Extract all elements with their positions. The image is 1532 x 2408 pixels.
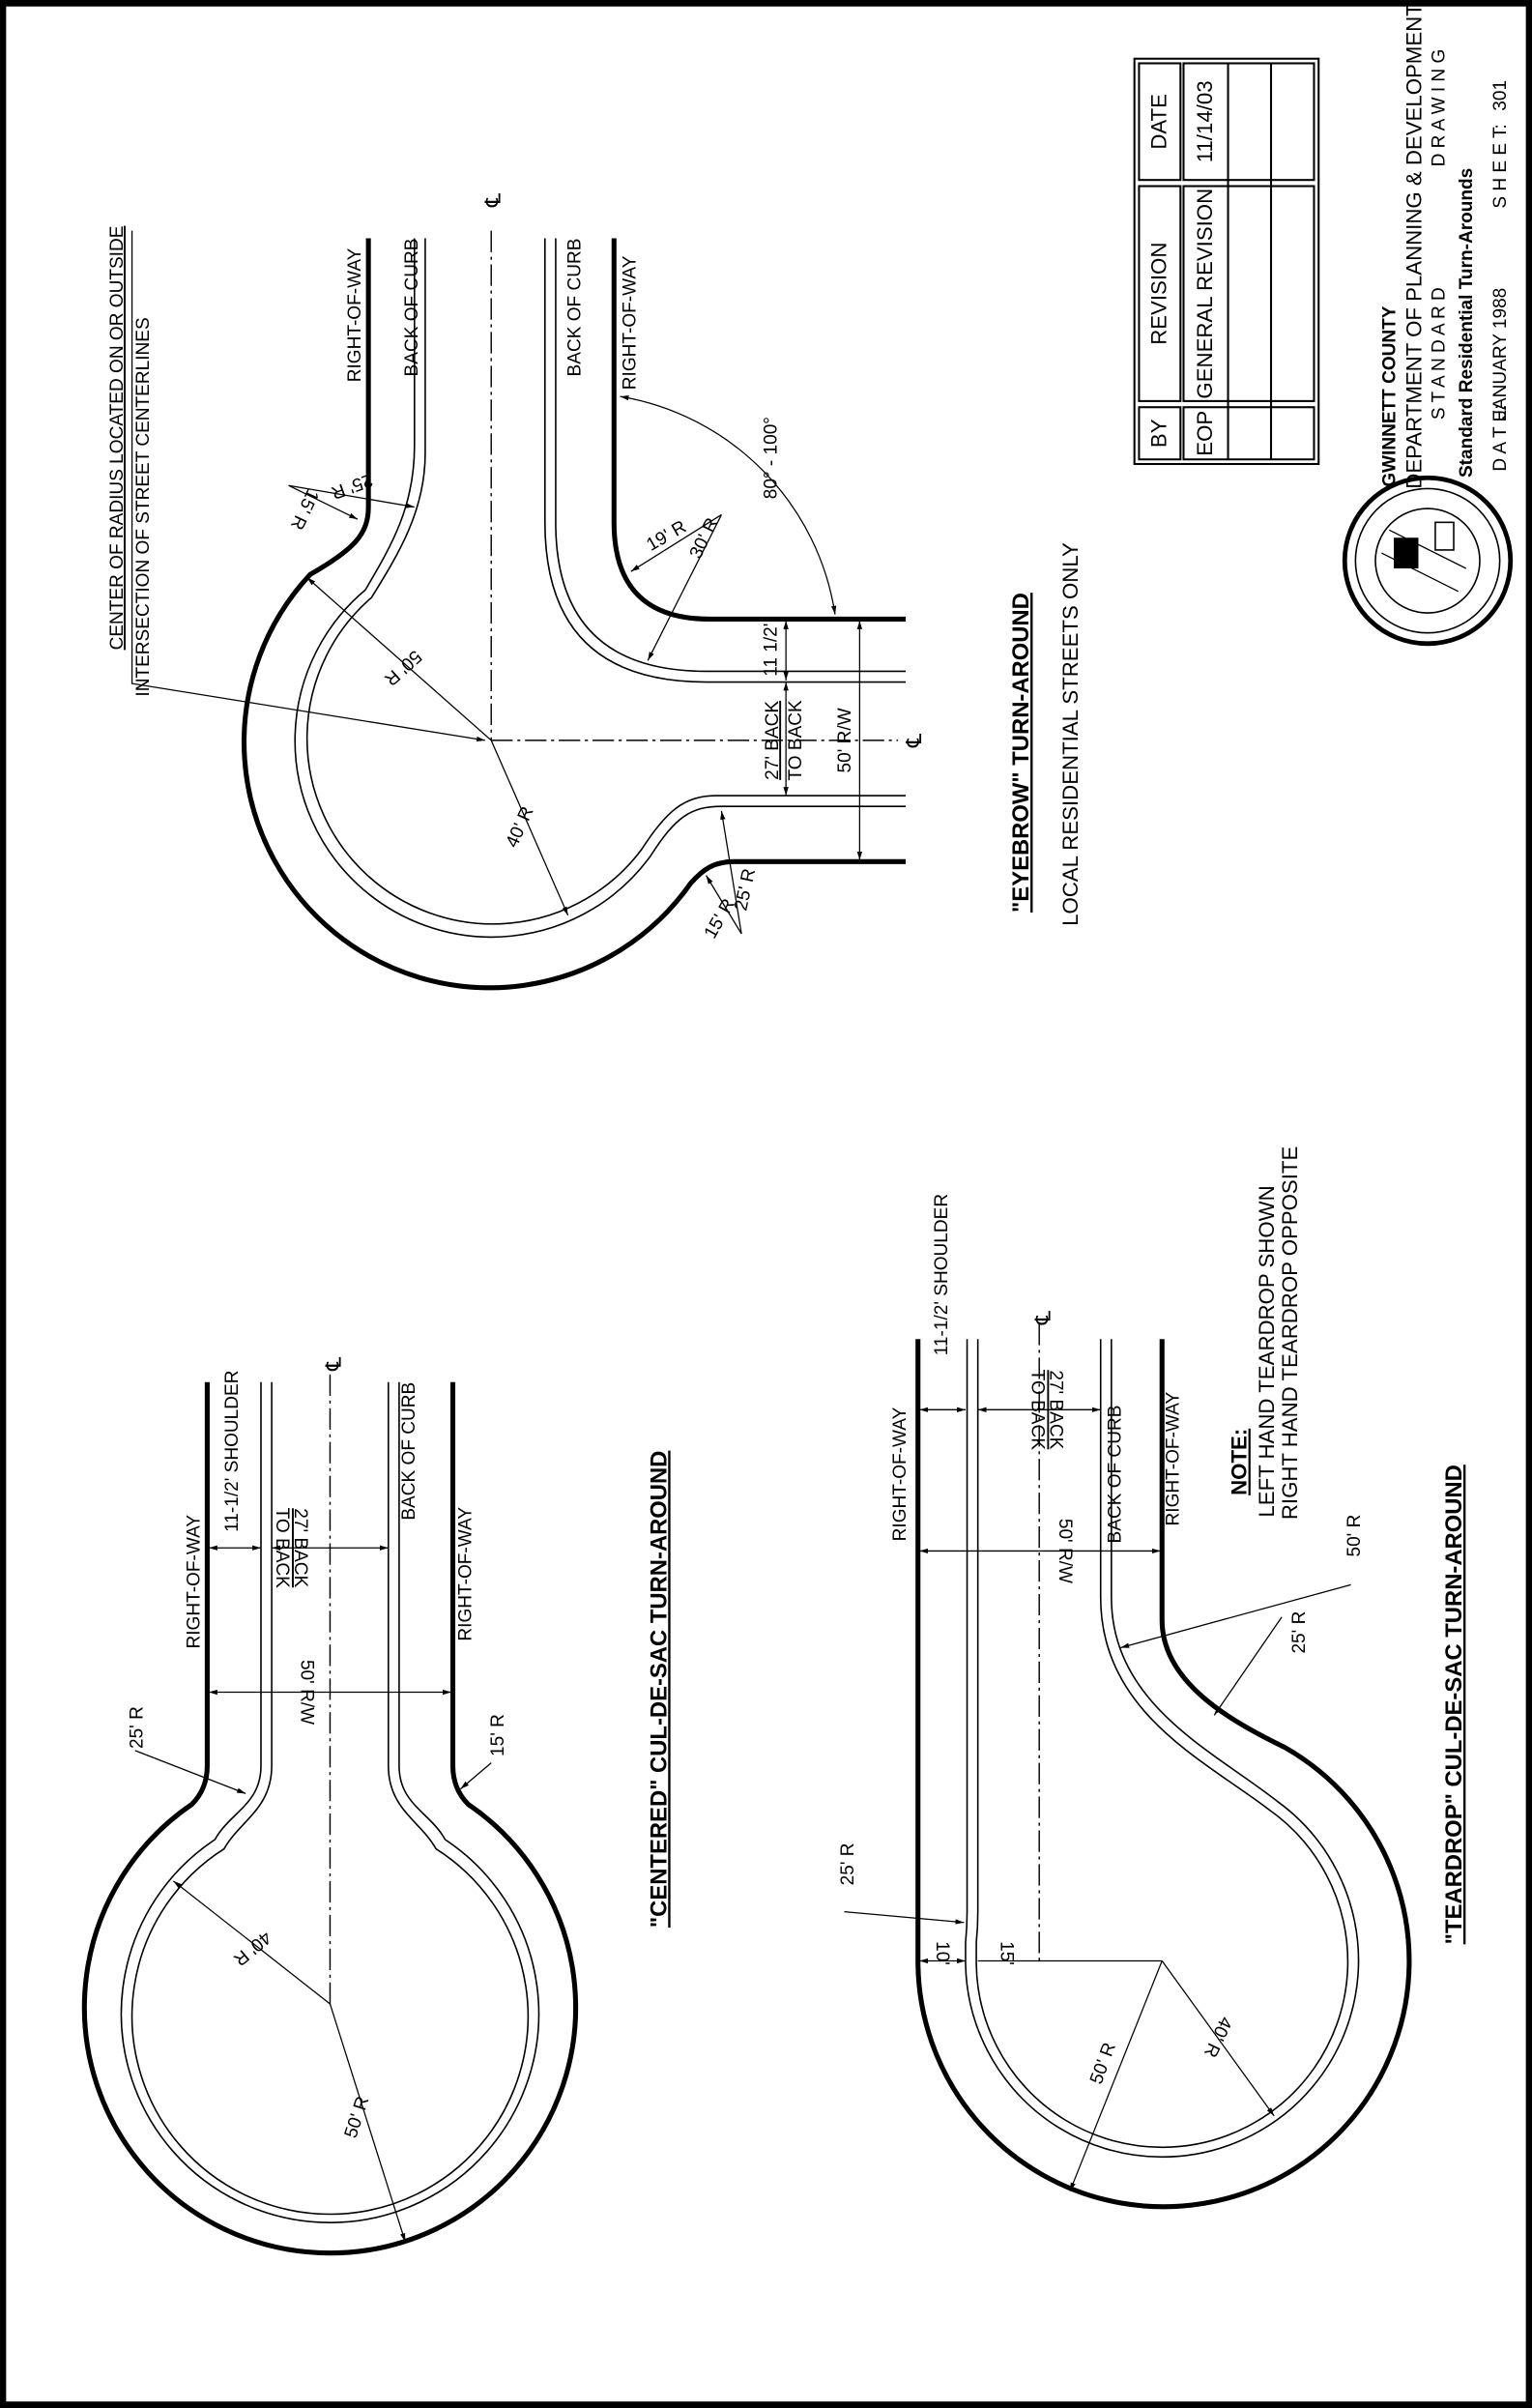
centered-drawing: RIGHT-OF-WAY 11-1/2' SHOULDER 27' BACK T… xyxy=(81,1356,672,2256)
teardrop-rw-label: 50' R/W xyxy=(1055,1519,1075,1583)
teardrop-curb-inner xyxy=(975,1339,1349,2149)
eyebrow-centerline-symbol: ℄ xyxy=(481,192,506,208)
centered-r15: 15' R xyxy=(488,1714,508,1756)
teardrop-title: "TEARDROP" CUL-DE-SAC TURN-AROUND xyxy=(1441,1465,1467,1944)
centered-r50-line xyxy=(329,2003,406,2243)
teardrop-r25-left: 25' R xyxy=(838,1842,858,1885)
eyebrow-shoulder-label: 11 1/2' xyxy=(762,624,782,677)
county-seal-logo xyxy=(1342,475,1514,647)
revision-row-by: EOP xyxy=(1193,411,1217,456)
eyebrow-drawing: CENTER OF RADIUS LOCATED ON OR OUTSIDE I… xyxy=(107,192,1083,991)
teardrop-b2b-label-2: TO BACK xyxy=(1026,1370,1047,1451)
centered-centerline-symbol: ℄ xyxy=(322,1356,346,1372)
centered-row-left-label: RIGHT-OF-WAY xyxy=(184,1515,204,1649)
eyebrow-curb-right-label: BACK OF CURB xyxy=(564,239,585,377)
centered-curb-inner xyxy=(130,1381,530,2216)
teardrop-r25-right-line xyxy=(1213,1616,1283,1716)
teardrop-r50-line xyxy=(1069,1960,1163,2191)
teardrop-b2b-label-1: 27' BACK xyxy=(1045,1370,1065,1449)
eyebrow-b2b-label-1: 27' BACK xyxy=(763,701,783,780)
date-value: JANUARY 1988 xyxy=(1490,288,1511,420)
date-label: D A T E: xyxy=(1490,404,1511,471)
eyebrow-b2b-label-2: TO BACK xyxy=(786,700,806,781)
sheet-label: S H E E T: xyxy=(1490,124,1511,209)
eyebrow-r25-top-line xyxy=(288,484,415,508)
teardrop-row-right-label: RIGHT-OF-WAY xyxy=(1164,1392,1184,1526)
teardrop-note-2: RIGHT HAND TEARDROP OPPOSITE xyxy=(1278,1146,1302,1520)
revision-row-revision: GENERAL REVISION xyxy=(1193,189,1217,399)
centered-row-right-label: RIGHT-OF-WAY xyxy=(456,1507,477,1641)
teardrop-r25-right: 25' R xyxy=(1289,1611,1310,1654)
centered-r15-line xyxy=(460,1762,492,1790)
eyebrow-r15-top-line xyxy=(288,484,359,520)
title-block: BY REVISION DATE EOP GENERAL REVISION 11… xyxy=(1133,3,1514,647)
centered-shoulder-label: 11-1/2' SHOULDER xyxy=(222,1371,243,1532)
county-name: GWINNETT COUNTY xyxy=(1380,305,1401,487)
revision-header-revision: REVISION xyxy=(1147,243,1171,345)
centered-rw-label: 50' R/W xyxy=(296,1660,316,1725)
eyebrow-curb-inner xyxy=(305,238,907,925)
eyebrow-r25-bot-line xyxy=(720,810,742,935)
centered-b2b-label-1: 27' BACK xyxy=(290,1508,310,1587)
teardrop-note-label: NOTE: xyxy=(1228,1429,1252,1495)
centered-title: "CENTERED" CUL-DE-SAC TURN-AROUND xyxy=(646,1451,672,1929)
department-name: DEPARTMENT OF PLANNING & DEVELOPMENT xyxy=(1402,3,1427,489)
revision-header-by: BY xyxy=(1147,419,1171,448)
teardrop-curb-outer xyxy=(965,1339,1360,2159)
centered-b2b-label-2: TO BACK xyxy=(272,1508,292,1589)
eyebrow-curb-corner-inner xyxy=(544,238,907,683)
teardrop-row xyxy=(915,1339,1412,2210)
eyebrow-r40-line xyxy=(490,740,569,916)
centered-r25-line xyxy=(134,1750,246,1794)
centered-curb-outer xyxy=(120,1381,540,2223)
teardrop-shoulder-label: 11-1/2' SHOULDER xyxy=(932,1194,952,1355)
eyebrow-curb-corner-outer xyxy=(555,238,907,673)
eyebrow-row-right-label: RIGHT-OF-WAY xyxy=(621,255,641,390)
eyebrow-subtitle: LOCAL RESIDENTIAL STREETS ONLY xyxy=(1058,542,1083,926)
drawing-label: D R A W I N G xyxy=(1429,49,1449,167)
teardrop-note-1: LEFT HAND TEARDROP SHOWN xyxy=(1255,1185,1279,1517)
centered-r25: 25' R xyxy=(128,1706,148,1749)
teardrop-centerline-symbol: ℄ xyxy=(1030,1310,1055,1325)
teardrop-10-label: 10' xyxy=(932,1941,952,1965)
eyebrow-row-left-label: RIGHT-OF-WAY xyxy=(345,247,365,382)
teardrop-r50-leader: 50' R xyxy=(1344,1515,1365,1557)
sheet-value: 301 xyxy=(1490,80,1511,111)
teardrop-15-label: 15' xyxy=(996,1941,1016,1965)
eyebrow-note-line1: CENTER OF RADIUS LOCATED ON OR OUTSIDE xyxy=(107,226,128,651)
eyebrow-note-leader xyxy=(130,230,485,742)
teardrop-row-left-label: RIGHT-OF-WAY xyxy=(890,1407,911,1541)
eyebrow-r50-line xyxy=(306,577,492,741)
eyebrow-angle-label: 80° - 100° xyxy=(762,417,782,499)
teardrop-r25-left-line xyxy=(844,1911,965,1925)
eyebrow-angle-arc xyxy=(620,394,837,615)
eyebrow-curb-outer xyxy=(294,238,907,939)
eyebrow-r15-bot-line xyxy=(706,875,742,935)
centered-curb-label: BACK OF CURB xyxy=(399,1382,419,1521)
centered-r40-line xyxy=(173,1880,331,2005)
teardrop-r50-leader-line xyxy=(1120,1583,1351,1649)
revision-table-frame xyxy=(1133,57,1320,466)
eyebrow-curb-left-label: BACK OF CURB xyxy=(402,239,422,377)
eyebrow-rw-label: 50' R/W xyxy=(835,708,855,772)
revision-header-date: DATE xyxy=(1147,94,1171,150)
teardrop-curb-label: BACK OF CURB xyxy=(1105,1406,1125,1544)
revision-row-date: 11/14/03 xyxy=(1193,80,1217,162)
standard-label: S T A N D A R D xyxy=(1429,287,1449,420)
teardrop-r40-line xyxy=(1161,1960,1275,2117)
eyebrow-note-line2: INTERSECTION OF STREET CENTERLINES xyxy=(133,317,154,696)
eyebrow-row-outer xyxy=(242,238,907,991)
eyebrow-centerline-symbol-2: ℄ xyxy=(902,733,926,748)
centered-row xyxy=(81,1381,579,2256)
drawing-title: Standard Residential Turn-Arounds xyxy=(1457,168,1477,478)
eyebrow-title: "EYEBROW" TURN-AROUND xyxy=(1008,593,1034,913)
teardrop-drawing: 11-1/2' SHOULDER RIGHT-OF-WAY 27' BACK T… xyxy=(838,1146,1467,2210)
